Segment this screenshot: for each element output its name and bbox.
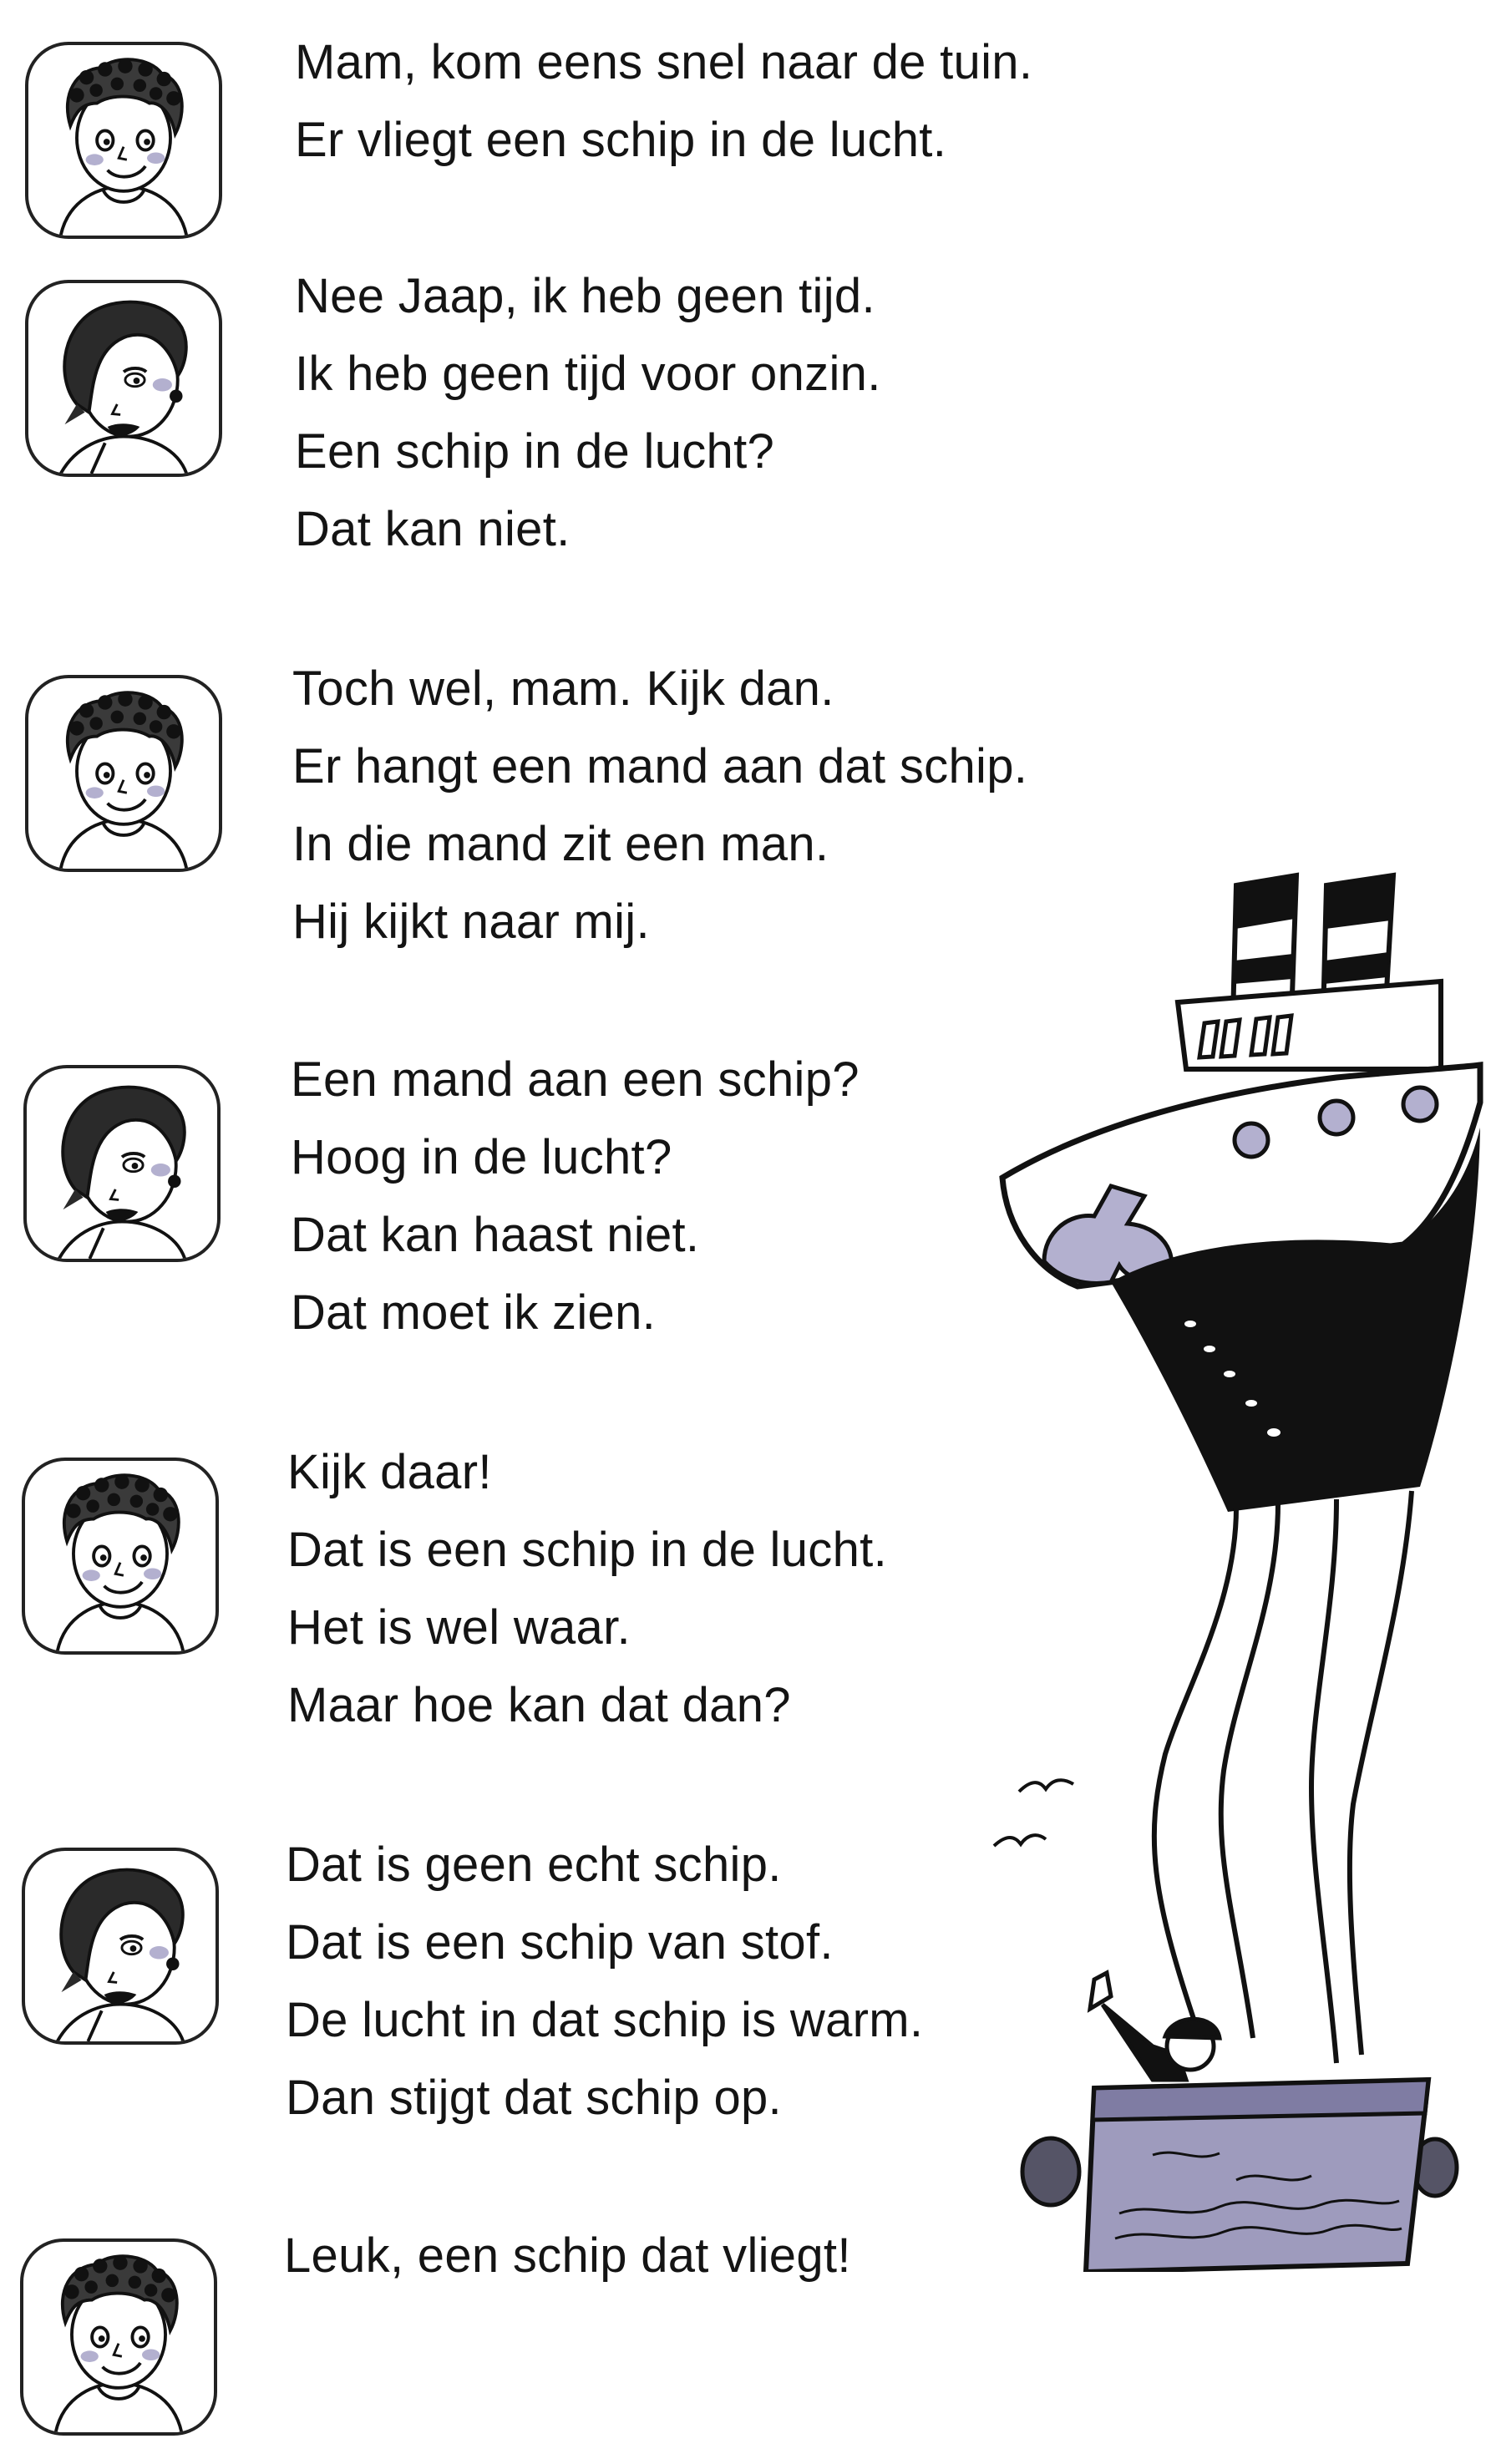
dialogue-line: Een schip in de lucht? [295,424,775,479]
mother-avatar-icon [22,1848,219,2045]
dialogue-lines: Mam, kom eens snel naar de tuin. Er vlie… [295,23,1032,179]
dialogue-line: In die mand zit een man. [292,817,829,871]
dialogue-line: Het is wel waar. [287,1600,631,1655]
dialogue-lines: Kijk daar! Dat is een schip in de lucht.… [287,1433,887,1744]
basket-weave [1114,2151,1402,2240]
portholes [1232,1085,1439,1159]
dialogue-lines: Een mand aan een schip? Hoog in de lucht… [291,1041,860,1351]
dialogue-line: Nee Jaap, ik heb geen tijd. [295,269,875,323]
dialogue-line: Dat kan niet. [295,502,571,556]
dialogue-line: Mam, kom eens snel naar de tuin. [295,35,1033,89]
dialogue-line: Dat is geen echt schip. [286,1838,782,1892]
dialogue-lines: Nee Jaap, ik heb geen tijd. Ik heb geen … [295,257,881,568]
hull-lower [1111,1128,1480,1512]
mother-avatar-icon [23,1065,221,1262]
boy-avatar-icon [25,675,222,872]
dialogue-line: Dat is een schip in de lucht. [287,1523,887,1577]
dialogue-line: Leuk, een schip dat vliegt! [284,2228,851,2283]
dialogue-lines: Toch wel, mam. Kijk dan. Er hangt een ma… [292,650,1027,961]
dialogue-line: Hoog in de lucht? [291,1130,672,1184]
dialogue-line: Er hangt een mand aan dat schip. [292,739,1028,793]
boy-avatar-icon [25,42,222,239]
dialogue-lines: Dat is geen echt schip. Dat is een schip… [286,1826,923,2137]
dialogue-lines: Leuk, een schip dat vliegt! [284,2217,851,2294]
airship-illustration [992,872,1483,2272]
birds-icon [992,1778,1075,1848]
cabin-windows [1197,1013,1294,1060]
dialogue-line: Toch wel, mam. Kijk dan. [292,662,834,716]
dialogue-line: Er vliegt een schip in de lucht. [295,113,947,167]
dialogue-line: Een mand aan een schip? [291,1052,860,1107]
mother-avatar-icon [25,280,222,477]
funnels [1230,872,1397,1022]
basket-rim [1090,2077,1431,2122]
dialogue-line: Dan stijgt dat schip op. [286,2071,782,2125]
dialogue-line: Dat moet ik zien. [291,1285,657,1340]
hull-lights [1184,1321,1281,1437]
boy-avatar-icon [20,2238,217,2436]
boy-avatar-icon [22,1458,219,1655]
dialogue-line: Ik heb geen tijd voor onzin. [295,347,881,401]
dialogue-line: Dat kan haast niet. [291,1208,700,1262]
dialogue-line: Hij kijkt naar mij. [292,895,650,949]
basket-man [1087,1970,1222,2082]
dialogue-line: De lucht in dat schip is warm. [286,1993,924,2047]
dialogue-line: Kijk daar! [287,1445,492,1499]
dialogue-line: Dat is een schip van stof. [286,1915,834,1970]
dialogue-line: Maar hoe kan dat dan? [287,1678,791,1732]
balloon-ropes [1151,1490,1414,2064]
